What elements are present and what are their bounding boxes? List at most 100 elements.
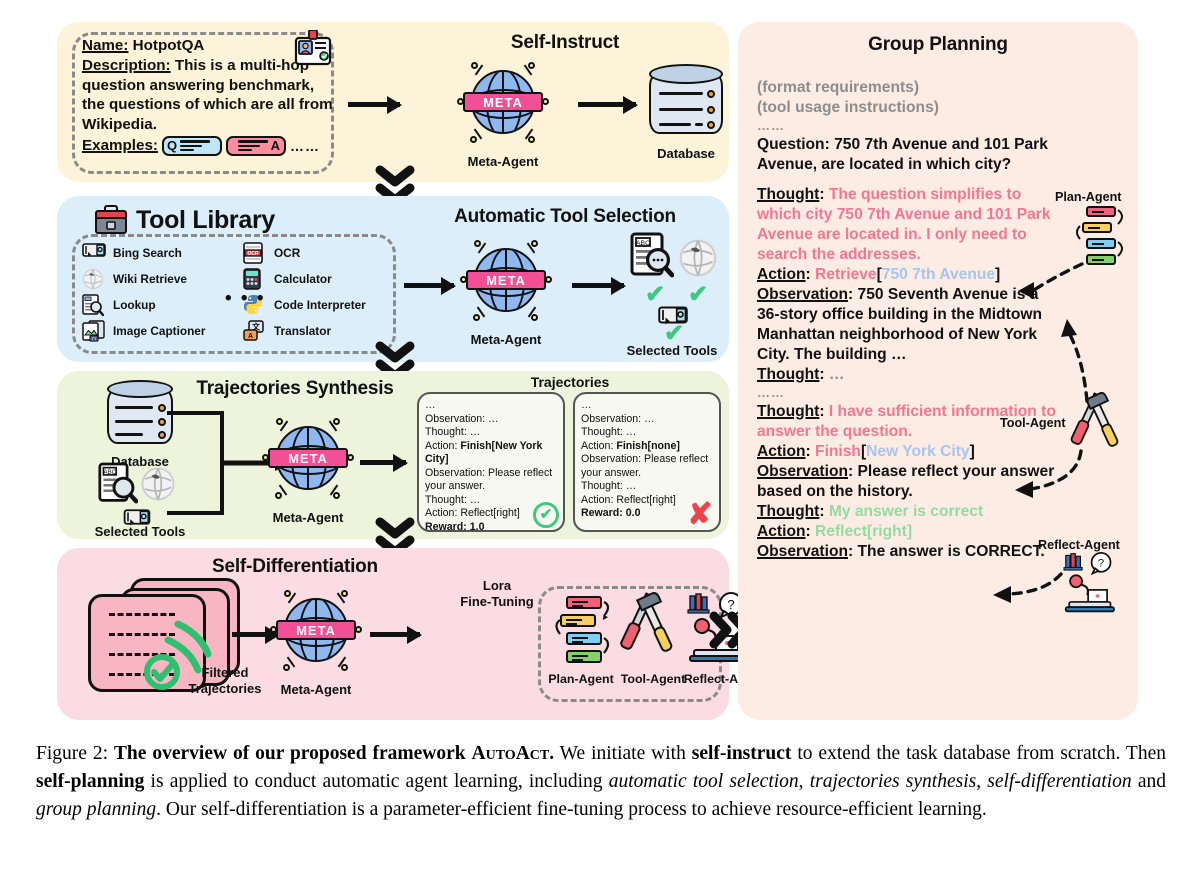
lora-fine-tuning-label: Lora Fine-Tuning	[460, 578, 534, 609]
document-magnifier-icon	[82, 294, 106, 317]
tool-item-calculator[interactable]: Calculator	[243, 268, 388, 290]
tool-item-lookup[interactable]: Lookup	[82, 294, 227, 317]
plan-agent-icon	[552, 596, 612, 666]
meta-agent-caption: Meta-Agent	[272, 510, 344, 525]
traj-action-label: Action:	[581, 439, 617, 452]
caption-mid-3: is applied to conduct automatic agent le…	[144, 771, 609, 793]
trajectory-card-wrong: … Observation: … Thought: … Action: Fini…	[573, 392, 721, 532]
tool-agent-caption: Tool-Agent	[620, 672, 686, 686]
panel-title-self-instruct: Self-Instruct	[510, 32, 620, 53]
tool-label: Wiki Retrieve	[113, 272, 187, 286]
gp-dots-1: ……	[757, 118, 785, 134]
tool-library-list: Bing Search OCR OCR Wiki Retrieve Calcul…	[82, 240, 388, 350]
meta-agent-self-instruct: META Meta-Agent	[457, 62, 549, 169]
gp-observation-3-text: The answer is CORRECT.	[853, 543, 1045, 561]
caption-mid-4: ,	[798, 771, 810, 793]
arrow-meta-to-agents	[370, 625, 422, 644]
traj-line: …	[581, 399, 592, 411]
python-icon	[243, 294, 267, 316]
traj-action-label: Action:	[425, 439, 461, 452]
tool-item-code-interpreter[interactable]: Code Interpreter	[243, 294, 388, 316]
tool-library-title: Tool Library	[136, 205, 276, 234]
gp-thought-1-text: The question simplifies to which city 75…	[757, 185, 1051, 263]
gp-thought-4-text: My answer is correct	[828, 503, 984, 520]
caption-ital-3: self-differentiation	[987, 771, 1132, 793]
caption-bold-1: The overview of our proposed framework	[113, 743, 472, 764]
plan-agent-tag: Plan-Agent	[1055, 190, 1122, 204]
traj-line: Observation: Please reflect your answer.	[581, 453, 709, 479]
selected-doc-magnifier-icon: ABC	[630, 232, 674, 278]
tool-item-wiki-retrieve[interactable]: Wiki Retrieve	[82, 268, 227, 290]
panel-title-tool-selection: Automatic Tool Selection	[454, 206, 676, 227]
database-caption: Database	[657, 146, 715, 161]
tool-item-ocr[interactable]: OCR OCR	[243, 242, 388, 264]
gp-question-text: 750 7th Avenue and 101 Park Avenue, are …	[757, 135, 1048, 173]
traj-line-action: Action: Finish[none]	[581, 440, 713, 454]
gp-observation-2: Observation: Please reflect your answer …	[757, 462, 1055, 500]
svg-text:文: 文	[252, 322, 261, 332]
selected-globe-icon	[679, 239, 717, 277]
arrow-meta-to-selected-tools	[572, 276, 626, 295]
trajectory-card-correct: … Observation: … Thought: … Action: Fini…	[417, 392, 565, 532]
caption-bold-1-end: .	[549, 743, 555, 764]
panel-title-group-planning: Group Planning	[868, 34, 1008, 55]
gp-action-1-label: Action	[757, 265, 806, 283]
tool-item-image-captioner[interactable]: TXT Image Captioner	[82, 320, 227, 342]
tool-agent-dashed-arrow-up	[1061, 319, 1089, 403]
arrow-task-to-meta	[348, 95, 402, 114]
gp-action-2: Action: Finish[New York City]	[757, 442, 975, 460]
figure-caption: Figure 2: The overview of our proposed f…	[36, 740, 1166, 824]
globe-icon	[82, 268, 106, 290]
tool-label: Lookup	[113, 298, 156, 312]
arrow-tools-to-meta	[404, 276, 456, 295]
selected-doc-magnifier-icon-traj: ABC	[98, 462, 138, 504]
search-box-icon	[82, 242, 106, 264]
example-answer-bubble: A	[225, 135, 286, 156]
traj-line: Thought: …	[425, 493, 481, 506]
tool-item-bing-search[interactable]: Bing Search	[82, 242, 227, 264]
caption-mid-5: ,	[976, 771, 988, 793]
gp-observation-1-label: Observation	[757, 285, 848, 303]
caption-mid-7: . Our self-differentiation is a paramete…	[156, 799, 987, 821]
arrow-meta-to-trajectories	[360, 453, 408, 472]
meta-agent-trajectories: META Meta-Agent	[262, 418, 354, 525]
tool-agent-tag: Tool-Agent	[1000, 416, 1066, 430]
traj-line: Action: Reflect[right]	[581, 493, 676, 506]
reflect-agent-dashed-arrow	[993, 572, 1063, 603]
caption-prefix: Figure 2:	[36, 743, 114, 764]
tool-agent-dashed-arrow-down	[1015, 449, 1083, 498]
gp-thought-2-label: Thought	[757, 366, 820, 384]
task-description-value: This is a multi-hop question answering b…	[82, 56, 333, 133]
meta-agent-chip-label: META	[268, 448, 348, 468]
task-examples-label: Examples:	[82, 136, 158, 154]
tool-agent-icon	[620, 592, 673, 652]
examples-ellipsis: ……	[289, 137, 320, 154]
traj-line: Observation: …	[425, 412, 499, 425]
gp-question-label: Question:	[757, 135, 830, 153]
green-check-stack-icon	[144, 620, 212, 690]
gp-action-3-text: Reflect[right]	[815, 523, 913, 541]
gp-question: Question: 750 7th Avenue and 101 Park Av…	[757, 135, 1057, 175]
gp-observation-2-text: Please reflect your answer based on the …	[757, 462, 1055, 500]
caption-smallcaps: AutoAct	[471, 743, 550, 764]
panel-title-trajectories-synthesis: Trajectories Synthesis	[196, 378, 394, 399]
panel-title-self-differentiation: Self-Differentiation	[212, 556, 378, 577]
tool-label: Translator	[274, 324, 332, 338]
gp-tool-usage-instructions: (tool usage instructions)	[757, 99, 939, 117]
gp-action-2-label: Action	[757, 442, 806, 460]
filtered-line-1: Filtered Trajectories	[188, 665, 262, 696]
example-q-letter: Q	[166, 138, 178, 154]
meta-agent-chip-label: META	[463, 92, 543, 112]
gp-thought-1-label: Thought	[757, 185, 820, 203]
filtered-trajectories-caption: Filtered Trajectories	[170, 665, 280, 696]
selected-tools-caption: Selected Tools	[626, 343, 718, 358]
gp-format-requirements: (format requirements)	[757, 79, 920, 96]
meta-agent-self-differentiation: META Meta-Agent	[270, 590, 362, 697]
traj-action-value: Finish[New York City]	[425, 439, 543, 466]
database-icon: Database	[645, 64, 727, 161]
gp-thought-1: Thought: The question simplifies to whic…	[757, 185, 1051, 263]
gp-thought-2-text: …	[828, 366, 845, 384]
tool-label: Bing Search	[113, 246, 182, 260]
gp-action-1: Action: Retrieve[750 7th Avenue]	[757, 265, 1001, 283]
